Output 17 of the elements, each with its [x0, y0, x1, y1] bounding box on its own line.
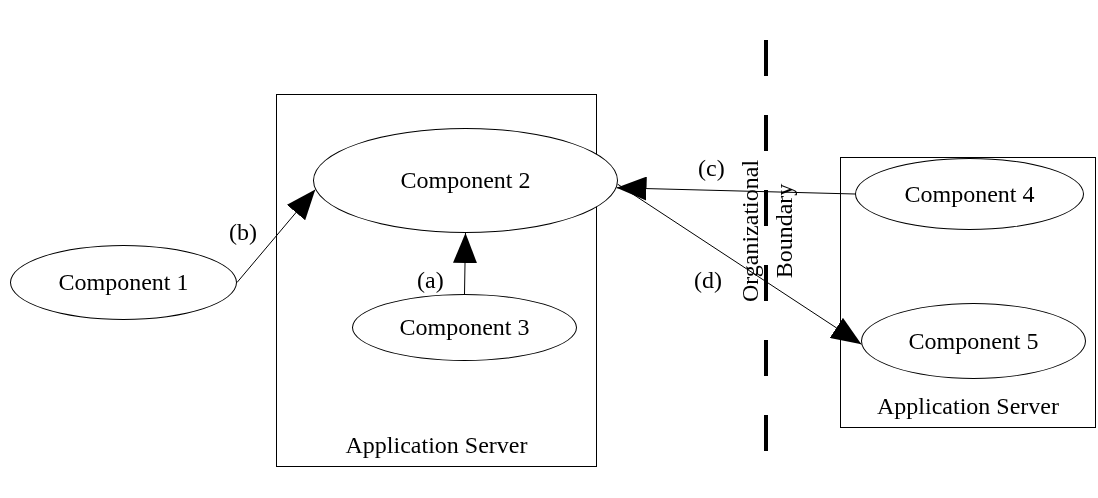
edge-label: (c) [698, 156, 725, 182]
component-label: Component 4 [904, 180, 1035, 208]
component-label: Component 5 [908, 327, 1039, 355]
server-box [840, 157, 1096, 428]
edge-label: (a) [417, 268, 444, 294]
arrow [236, 189, 316, 283]
boundary-label: Organizational Boundary [736, 158, 798, 305]
component-label: Component 2 [400, 167, 531, 194]
server-label: Application Server [344, 431, 529, 458]
component-label: Component 3 [399, 314, 530, 341]
component-label: Component 1 [58, 269, 189, 296]
arrow [617, 183, 862, 345]
arrow [453, 232, 477, 295]
edge-label: (d) [694, 268, 722, 294]
arrow [616, 176, 856, 201]
edge-label: (b) [229, 220, 257, 246]
server-label: Application Server [876, 392, 1060, 419]
